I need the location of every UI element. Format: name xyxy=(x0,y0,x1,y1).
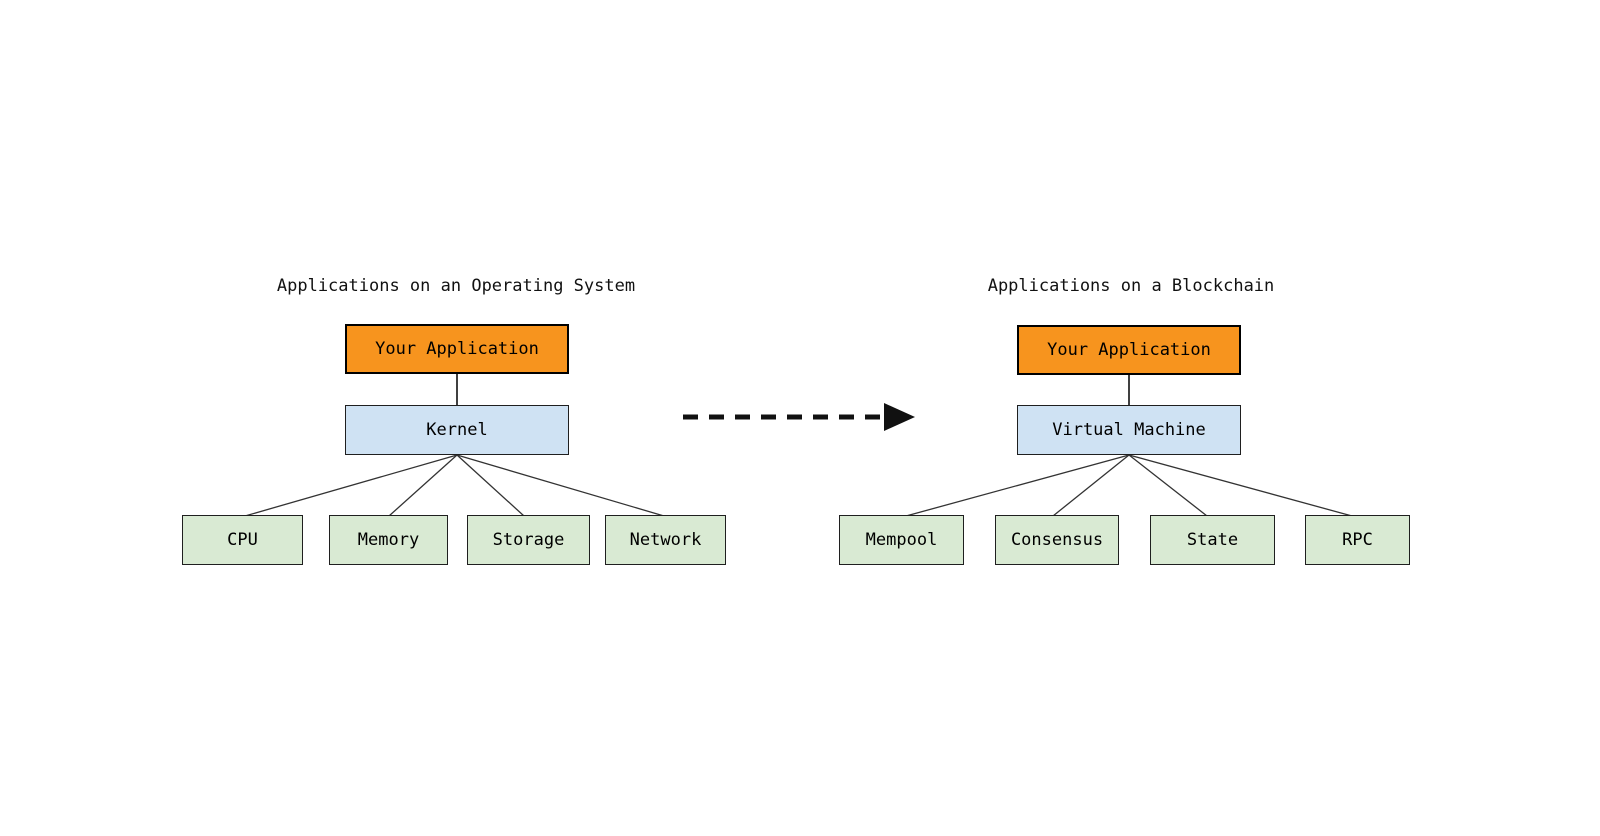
left-your-application-label: Your Application xyxy=(375,339,539,359)
kernel-to-memory-line xyxy=(388,454,458,517)
virtual-machine-box: Virtual Machine xyxy=(1017,405,1241,455)
vm-to-mempool-line xyxy=(905,454,1130,517)
vm-to-rpc-line xyxy=(1128,454,1353,517)
kernel-to-storage-line xyxy=(456,454,525,517)
rpc-label: RPC xyxy=(1342,530,1373,550)
vm-to-consensus-line xyxy=(1052,454,1130,517)
rpc-box: RPC xyxy=(1305,515,1410,565)
kernel-label: Kernel xyxy=(426,420,488,440)
cpu-label: CPU xyxy=(227,530,258,550)
consensus-box: Consensus xyxy=(995,515,1119,565)
virtual-machine-label: Virtual Machine xyxy=(1052,420,1206,440)
network-box: Network xyxy=(605,515,726,565)
storage-box: Storage xyxy=(467,515,590,565)
consensus-label: Consensus xyxy=(1010,530,1104,550)
vm-to-state-line xyxy=(1128,454,1208,517)
storage-label: Storage xyxy=(492,530,565,550)
dashed-right-arrow-icon xyxy=(683,403,915,431)
memory-label: Memory xyxy=(357,530,420,550)
state-label: State xyxy=(1186,530,1239,550)
left-diagram-title: Applications on an Operating System xyxy=(276,276,636,296)
kernel-to-cpu-line xyxy=(244,454,458,517)
mempool-box: Mempool xyxy=(839,515,964,565)
right-your-application-box: Your Application xyxy=(1017,325,1241,375)
state-box: State xyxy=(1150,515,1275,565)
kernel-box: Kernel xyxy=(345,405,569,455)
mempool-label: Mempool xyxy=(865,530,938,550)
right-diagram-title: Applications on a Blockchain xyxy=(987,276,1275,296)
kernel-to-network-line xyxy=(456,454,665,517)
memory-box: Memory xyxy=(329,515,448,565)
network-label: Network xyxy=(629,530,702,550)
left-your-application-box: Your Application xyxy=(345,324,569,374)
cpu-box: CPU xyxy=(182,515,303,565)
right-your-application-label: Your Application xyxy=(1047,340,1211,360)
